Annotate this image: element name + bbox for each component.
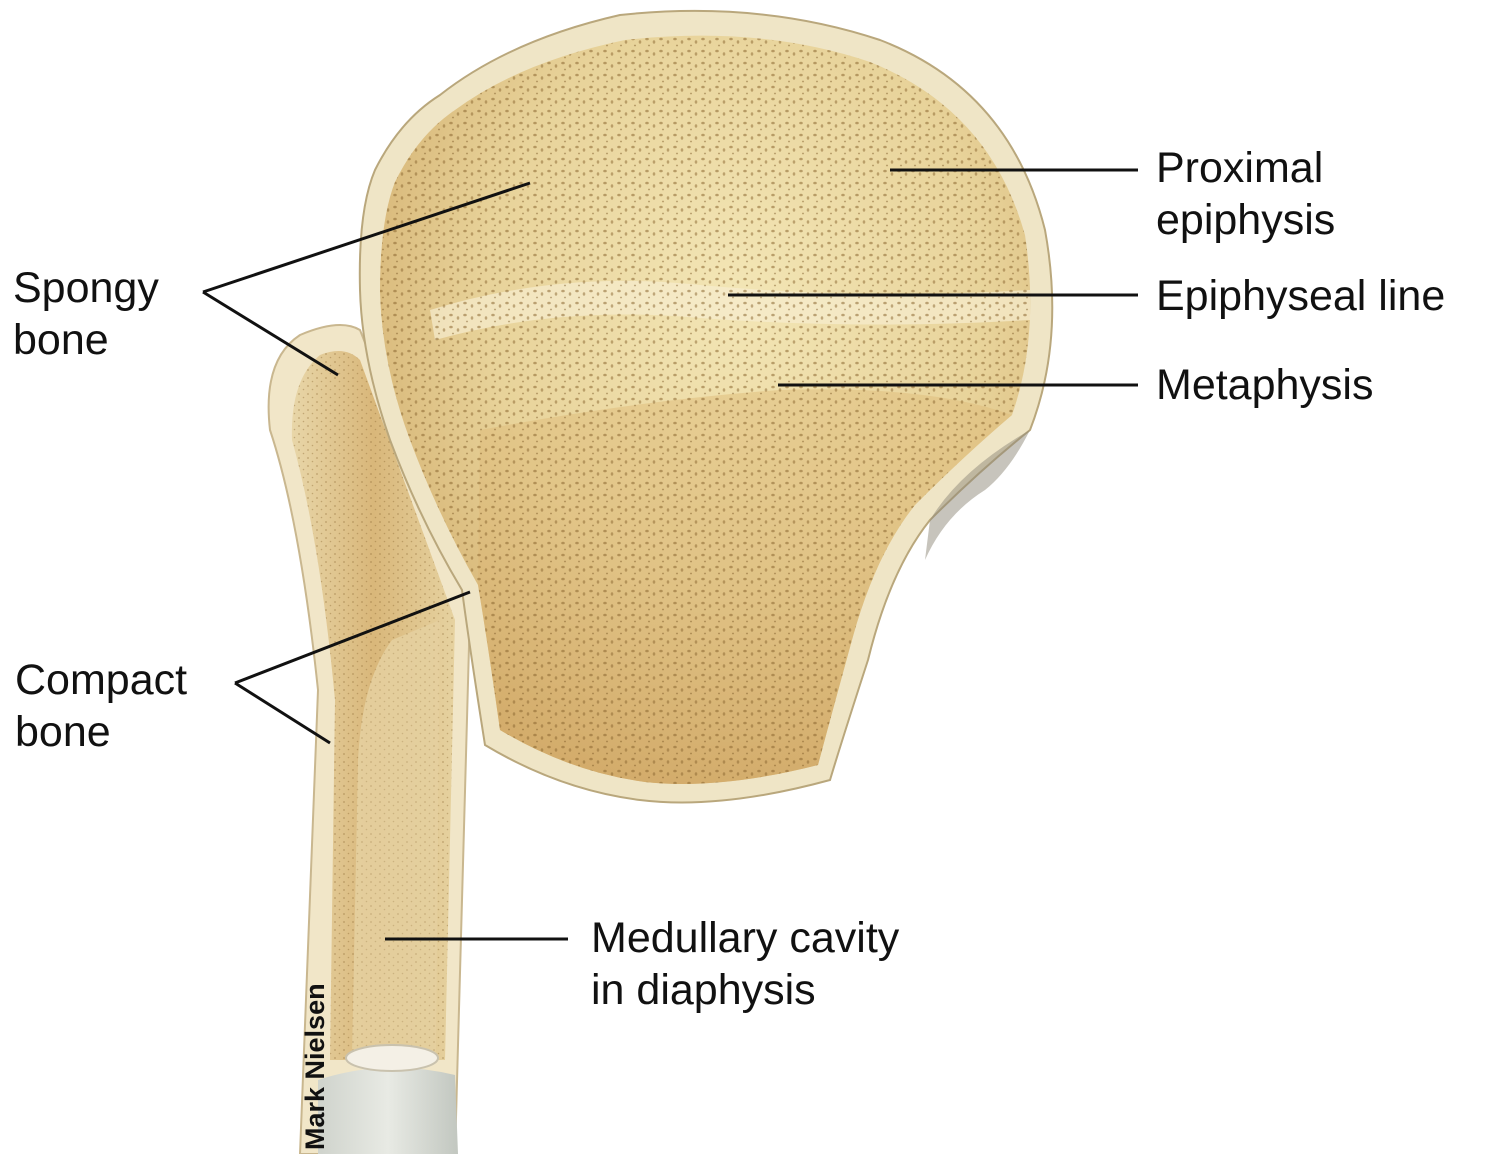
label-compact-bone-line2: bone bbox=[15, 706, 187, 758]
photo-credit: Mark Nielsen bbox=[300, 983, 331, 1150]
label-medullary-cavity-line2: in diaphysis bbox=[591, 964, 899, 1016]
label-spongy-bone: Spongy bone bbox=[13, 262, 159, 366]
leader-compact-lower bbox=[235, 683, 330, 743]
label-medullary-cavity-line1: Medullary cavity bbox=[591, 912, 899, 964]
label-compact-bone-line1: Compact bbox=[15, 654, 187, 706]
label-spongy-bone-line2: bone bbox=[13, 314, 159, 366]
label-compact-bone: Compact bone bbox=[15, 654, 187, 758]
label-epiphyseal-line: Epiphyseal line bbox=[1156, 270, 1445, 322]
label-proximal-epiphysis: Proximal epiphysis bbox=[1156, 142, 1335, 246]
label-metaphysis: Metaphysis bbox=[1156, 359, 1373, 411]
label-proximal-epiphysis-line2: epiphysis bbox=[1156, 194, 1335, 246]
label-medullary-cavity: Medullary cavity in diaphysis bbox=[591, 912, 899, 1016]
label-spongy-bone-line1: Spongy bbox=[13, 262, 159, 314]
label-proximal-epiphysis-line1: Proximal bbox=[1156, 142, 1335, 194]
